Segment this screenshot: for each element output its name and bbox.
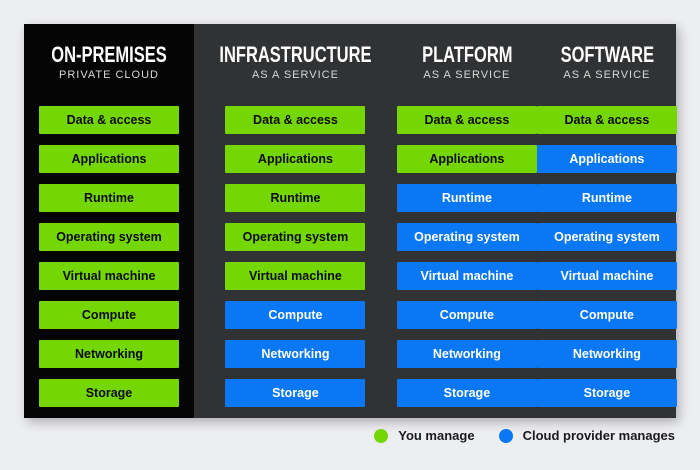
layer-box-applications: Applications: [396, 145, 537, 173]
layer-box-runtime: Runtime: [396, 184, 537, 212]
layer-box-applications: Applications: [39, 145, 179, 173]
layer-box-operating-system: Operating system: [536, 223, 677, 251]
layer-box-compute: Compute: [225, 301, 366, 329]
layer-box-networking: Networking: [396, 340, 537, 368]
legend-item-you-manage: You manage: [374, 428, 475, 443]
layer-box-operating-system: Operating system: [39, 223, 179, 251]
layer-box-virtual-machine: Virtual machine: [536, 262, 677, 290]
layer-box-runtime: Runtime: [225, 184, 366, 212]
column-title: INFRASTRUCTURE: [219, 42, 372, 67]
column-subtitle: AS A SERVICE: [251, 69, 339, 81]
layer-box-applications: Applications: [536, 145, 677, 173]
column-header-on-premises: ON-PREMISES PRIVATE CLOUD: [32, 44, 186, 91]
cloud-provider-manages-dot-icon: [498, 428, 513, 443]
layer-box-storage: Storage: [536, 379, 677, 407]
layer-box-operating-system: Operating system: [225, 223, 366, 251]
layer-box-networking: Networking: [39, 340, 179, 368]
column-iaas: INFRASTRUCTURE AS A SERVICE Data & acces…: [194, 24, 397, 418]
layer-box-data-access: Data & access: [536, 106, 677, 134]
layer-box-data-access: Data & access: [39, 106, 179, 134]
layer-box-compute: Compute: [39, 301, 179, 329]
layer-box-compute: Compute: [396, 301, 537, 329]
legend-label: You manage: [398, 428, 475, 443]
column-header-paas: PLATFORM AS A SERVICE: [407, 44, 528, 91]
column-header-iaas: INFRASTRUCTURE AS A SERVICE: [194, 44, 397, 91]
layer-box-runtime: Runtime: [39, 184, 179, 212]
layer-box-data-access: Data & access: [396, 106, 537, 134]
layer-box-data-access: Data & access: [225, 106, 366, 134]
layer-box-compute: Compute: [536, 301, 677, 329]
layer-box-runtime: Runtime: [536, 184, 677, 212]
column-subtitle: AS A SERVICE: [563, 69, 651, 81]
layer-box-storage: Storage: [225, 379, 366, 407]
layer-box-virtual-machine: Virtual machine: [396, 262, 537, 290]
legend-item-cloud-provider-manages: Cloud provider manages: [498, 428, 675, 443]
column-subtitle: PRIVATE CLOUD: [59, 69, 159, 81]
column-header-saas: SOFTWARE AS A SERVICE: [545, 44, 670, 91]
you-manage-dot-icon: [374, 428, 389, 443]
layer-box-networking: Networking: [536, 340, 677, 368]
column-title: PLATFORM: [421, 42, 513, 67]
column-title: SOFTWARE: [560, 42, 654, 67]
legend: You manage Cloud provider manages: [374, 428, 675, 443]
column-subtitle: AS A SERVICE: [423, 69, 511, 81]
layer-box-networking: Networking: [225, 340, 366, 368]
layer-box-storage: Storage: [396, 379, 537, 407]
layer-box-storage: Storage: [39, 379, 179, 407]
layer-box-applications: Applications: [225, 145, 366, 173]
column-title: ON-PREMISES: [51, 42, 167, 67]
layer-box-virtual-machine: Virtual machine: [225, 262, 366, 290]
layer-box-virtual-machine: Virtual machine: [39, 262, 179, 290]
legend-label: Cloud provider manages: [522, 428, 675, 443]
layer-box-operating-system: Operating system: [396, 223, 537, 251]
